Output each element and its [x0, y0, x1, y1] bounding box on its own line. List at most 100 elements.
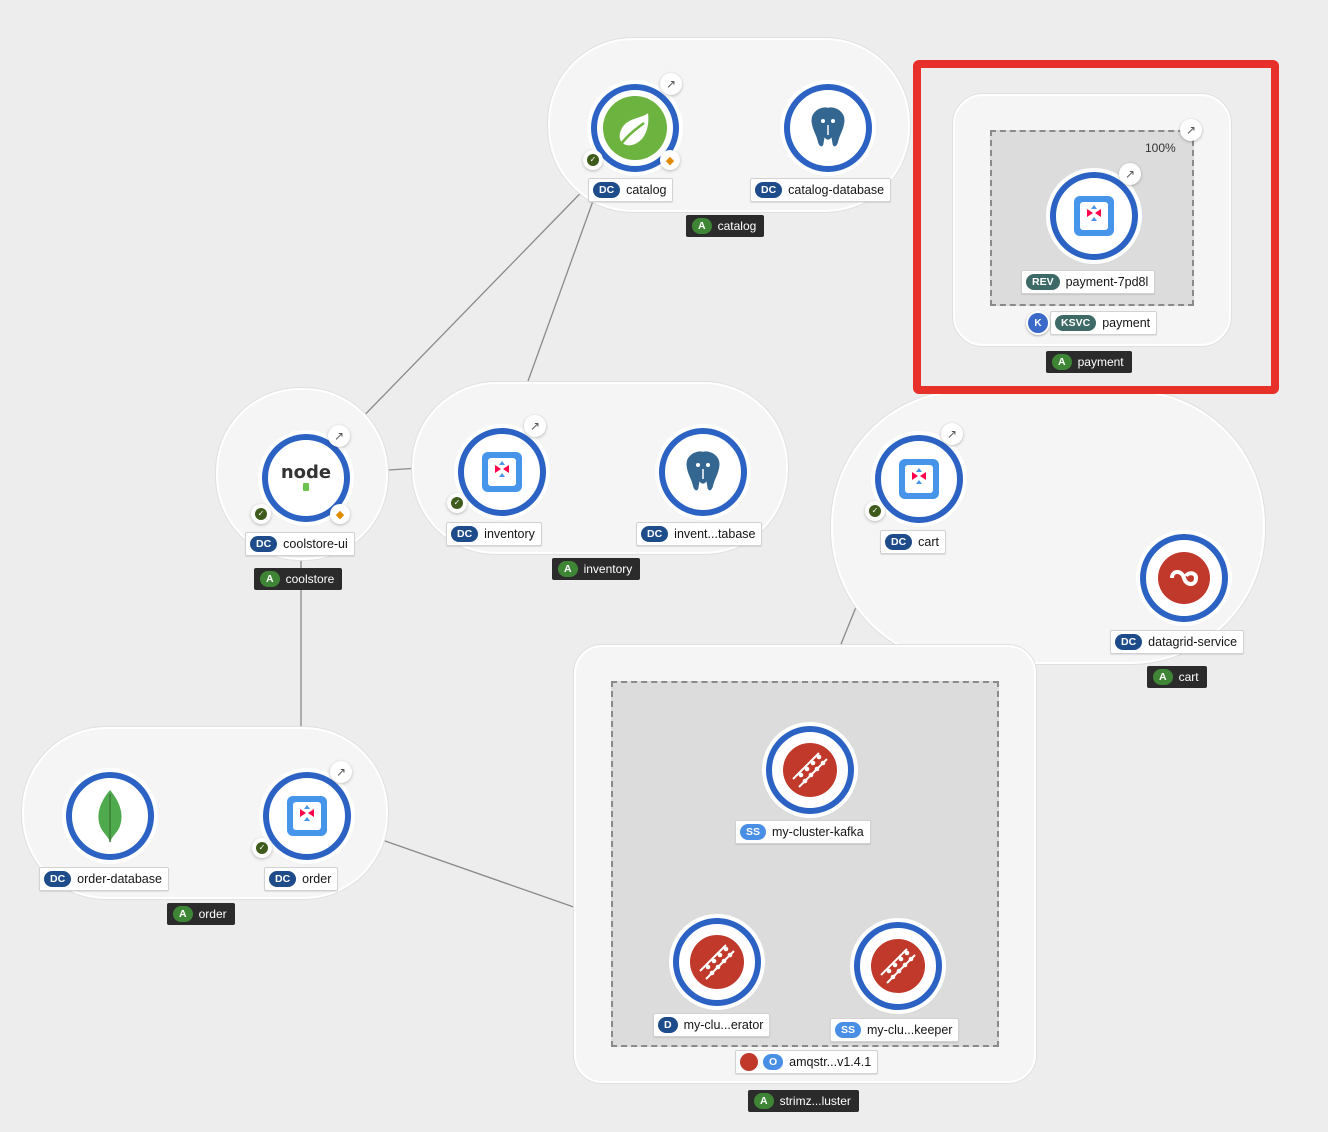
mongodb-icon [98, 790, 122, 842]
rev-badge: REV [1026, 274, 1060, 290]
pod-status-ok-icon[interactable]: ✓ [583, 150, 603, 170]
dc-badge: DC [250, 536, 278, 552]
app-name: cart [1178, 670, 1199, 684]
node-name: cart [918, 535, 940, 549]
node-name: inventory [484, 527, 535, 541]
label-payment-ksvc[interactable]: KSVC payment [1050, 311, 1158, 335]
node-catalog-database[interactable] [784, 84, 872, 172]
pod-status-ok-icon[interactable]: ✓ [447, 493, 467, 513]
node-name: catalog-database [788, 183, 885, 197]
node-inventory-database[interactable] [659, 428, 747, 516]
kafka-amq-icon [783, 743, 837, 797]
quarkus-icon [1074, 196, 1114, 236]
pod-status-ok-icon[interactable]: ✓ [251, 504, 271, 524]
dc-badge: DC [755, 182, 783, 198]
node-name: coolstore-ui [283, 537, 348, 551]
app-name: coolstore [285, 572, 335, 586]
app-name: strimz...luster [779, 1094, 851, 1108]
node-my-cluster-zookeeper[interactable] [854, 922, 942, 1010]
open-url-icon[interactable]: ↗ [524, 415, 546, 437]
node-name: catalog [626, 183, 667, 197]
quarkus-icon [899, 459, 939, 499]
d-badge: D [658, 1017, 678, 1033]
label-cart[interactable]: DC cart [880, 530, 947, 554]
ksvc-badge: KSVC [1055, 315, 1097, 331]
node-name: my-cluster-kafka [772, 825, 864, 839]
app-badge: A [558, 561, 578, 577]
datagrid-icon [1158, 552, 1210, 604]
app-badge: A [1153, 669, 1173, 685]
node-name: order [302, 872, 332, 886]
open-url-icon[interactable]: ↗ [660, 73, 682, 95]
postgresql-icon [685, 449, 721, 492]
open-url-icon[interactable]: ↗ [1119, 163, 1141, 185]
nodejs-icon: node [281, 462, 331, 491]
dc-badge: DC [44, 871, 72, 887]
dc-badge: DC [885, 534, 913, 550]
svg-text:node: node [281, 462, 331, 483]
edge-catalog-to-inventory[interactable] [514, 175, 603, 420]
node-name: my-clu...erator [683, 1018, 764, 1032]
node-my-cluster-kafka[interactable] [766, 726, 854, 814]
open-url-icon[interactable]: ↗ [1180, 119, 1202, 141]
label-order[interactable]: DC order [264, 867, 339, 891]
open-url-icon[interactable]: ↗ [941, 423, 963, 445]
node-name: payment [1102, 316, 1151, 330]
label-operator-group[interactable]: O amqstr...v1.4.1 [735, 1050, 879, 1074]
dc-badge: DC [641, 526, 669, 542]
build-icon[interactable]: ◆ [660, 150, 680, 170]
node-payment[interactable] [1050, 172, 1138, 260]
node-name: datagrid-service [1148, 635, 1238, 649]
node-datagrid-service[interactable] [1140, 534, 1228, 622]
edge-coolstore-ui-to-catalog[interactable] [350, 169, 604, 430]
postgresql-icon [810, 105, 846, 148]
ss-badge: SS [835, 1022, 862, 1038]
app-badge: A [260, 571, 280, 587]
app-badge: A [1052, 354, 1072, 370]
label-catalog[interactable]: DC catalog [588, 178, 674, 202]
node-my-cluster-operator[interactable] [673, 918, 761, 1006]
label-inventory-database[interactable]: DC invent...tabase [636, 522, 763, 546]
app-name: inventory [583, 562, 633, 576]
dc-badge: DC [1115, 634, 1143, 650]
spring-icon [603, 96, 667, 160]
label-my-cluster-kafka[interactable]: SS my-cluster-kafka [735, 820, 871, 844]
dc-badge: DC [593, 182, 621, 198]
app-name: order [198, 907, 227, 921]
pod-status-ok-icon[interactable]: ✓ [252, 838, 272, 858]
label-my-cluster-zookeeper[interactable]: SS my-clu...keeper [830, 1018, 960, 1042]
node-name: my-clu...keeper [867, 1023, 953, 1037]
group-cart[interactable] [831, 390, 1265, 664]
ss-badge: SS [740, 824, 767, 840]
app-badge: A [692, 218, 712, 234]
label-datagrid-service[interactable]: DC datagrid-service [1110, 630, 1245, 654]
node-name: payment-7pd8l [1065, 275, 1149, 289]
node-name: invent...tabase [674, 527, 756, 541]
node-order[interactable] [263, 772, 351, 860]
dc-badge: DC [269, 871, 297, 887]
label-catalog-database[interactable]: DC catalog-database [750, 178, 892, 202]
open-url-icon[interactable]: ↗ [328, 425, 350, 447]
node-cart[interactable] [875, 435, 963, 523]
pod-status-ok-icon[interactable]: ✓ [865, 501, 885, 521]
node-inventory[interactable] [458, 428, 546, 516]
app-name: catalog [717, 219, 757, 233]
open-url-icon[interactable]: ↗ [330, 761, 352, 783]
node-coolstore-ui[interactable]: node [262, 434, 350, 522]
node-order-database[interactable] [66, 772, 154, 860]
label-payment-revision[interactable]: REV payment-7pd8l [1021, 270, 1156, 294]
kafka-amq-icon [690, 935, 744, 989]
label-coolstore-ui[interactable]: DC coolstore-ui [245, 532, 355, 556]
build-icon[interactable]: ◆ [330, 504, 350, 524]
